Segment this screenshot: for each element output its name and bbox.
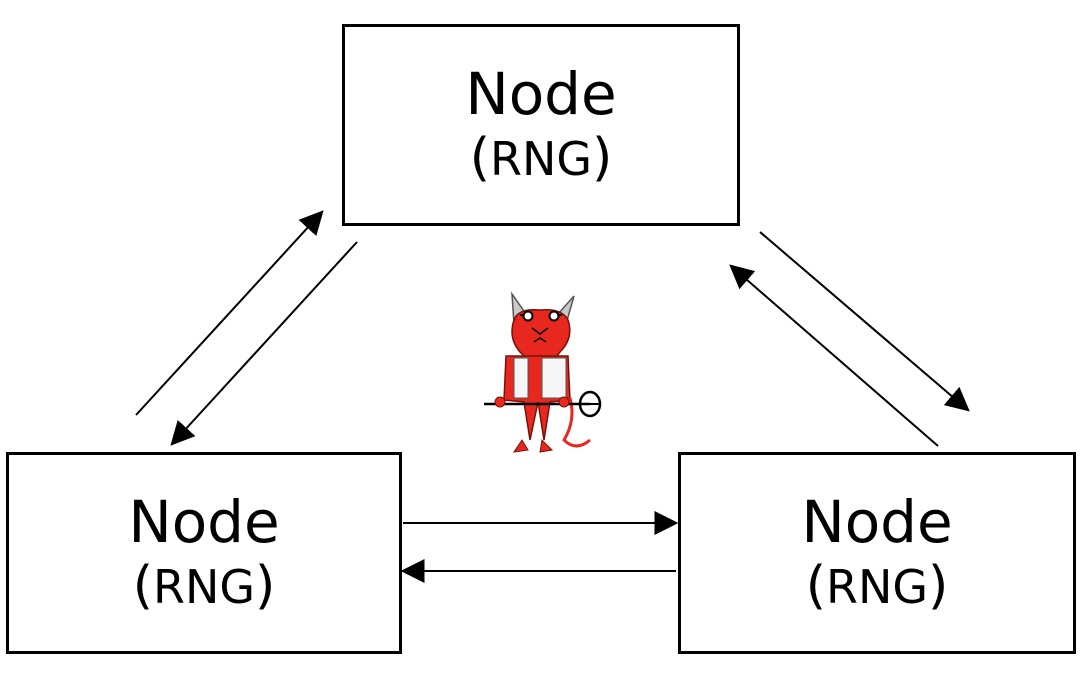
node-left: Node (RNG) <box>6 452 402 654</box>
node-top-title: Node <box>465 59 617 128</box>
devil-icon <box>484 291 602 453</box>
edge-right-to-top <box>729 264 939 447</box>
edge-top-to-left <box>170 241 358 446</box>
edge-left-to-top <box>135 210 324 416</box>
node-right: Node (RNG) <box>678 452 1076 654</box>
node-top-subtitle: (RNG) <box>469 127 613 188</box>
edge-top-to-right <box>759 231 970 412</box>
node-left-subtitle-text: RNG <box>152 559 256 614</box>
node-left-title: Node <box>128 487 280 556</box>
node-top-subtitle-text: RNG <box>489 131 593 186</box>
node-top: Node (RNG) <box>342 24 740 226</box>
node-right-title: Node <box>801 487 953 556</box>
node-right-subtitle-text: RNG <box>825 559 929 614</box>
node-left-subtitle: (RNG) <box>132 555 276 616</box>
node-right-subtitle: (RNG) <box>805 555 949 616</box>
